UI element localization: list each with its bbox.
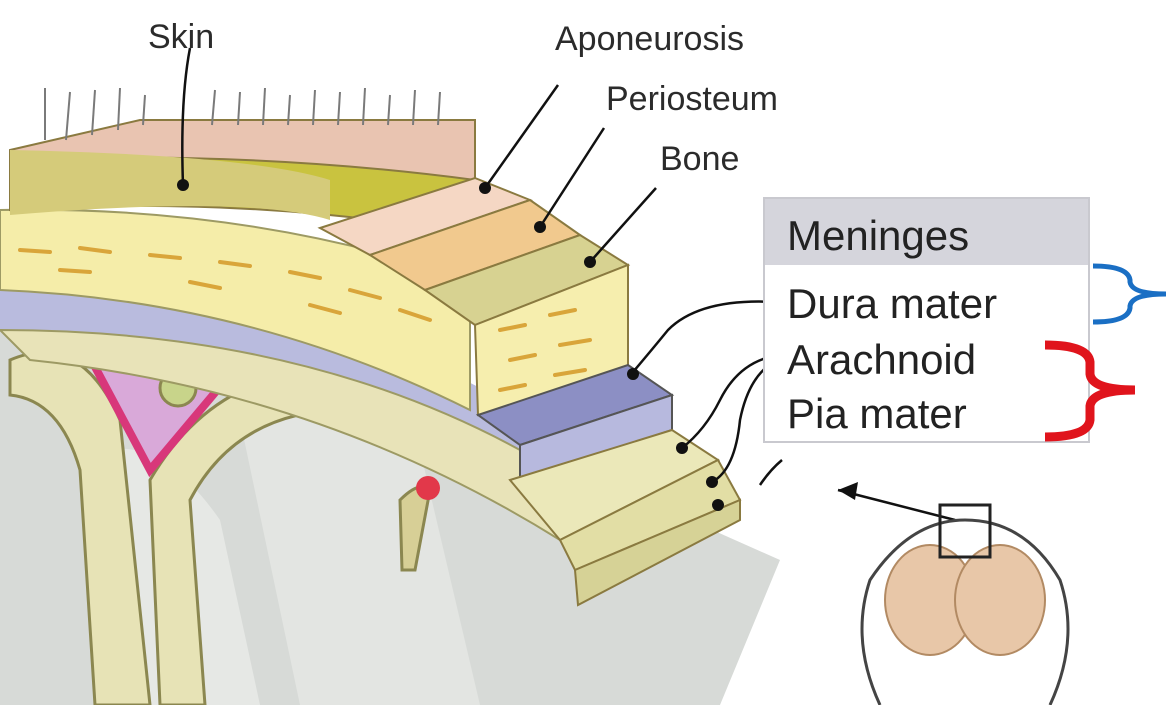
- arrow-head: [838, 482, 858, 500]
- label-periosteum: Periosteum: [606, 82, 778, 116]
- brain-right-hemisphere: [955, 545, 1045, 655]
- label-aponeurosis: Aponeurosis: [555, 22, 744, 56]
- label-skin: Skin: [148, 20, 214, 54]
- meninges-item-dura-mater: Dura mater: [787, 283, 997, 325]
- meninges-item-pia-mater: Pia mater: [787, 393, 967, 435]
- vessel-red-dot: [416, 476, 440, 500]
- meninges-title: Meninges: [787, 215, 969, 257]
- meninges-legend-box: Meninges Dura mater Arachnoid Pia mater: [763, 197, 1090, 443]
- label-bone: Bone: [660, 142, 739, 176]
- meninges-item-arachnoid: Arachnoid: [787, 339, 976, 381]
